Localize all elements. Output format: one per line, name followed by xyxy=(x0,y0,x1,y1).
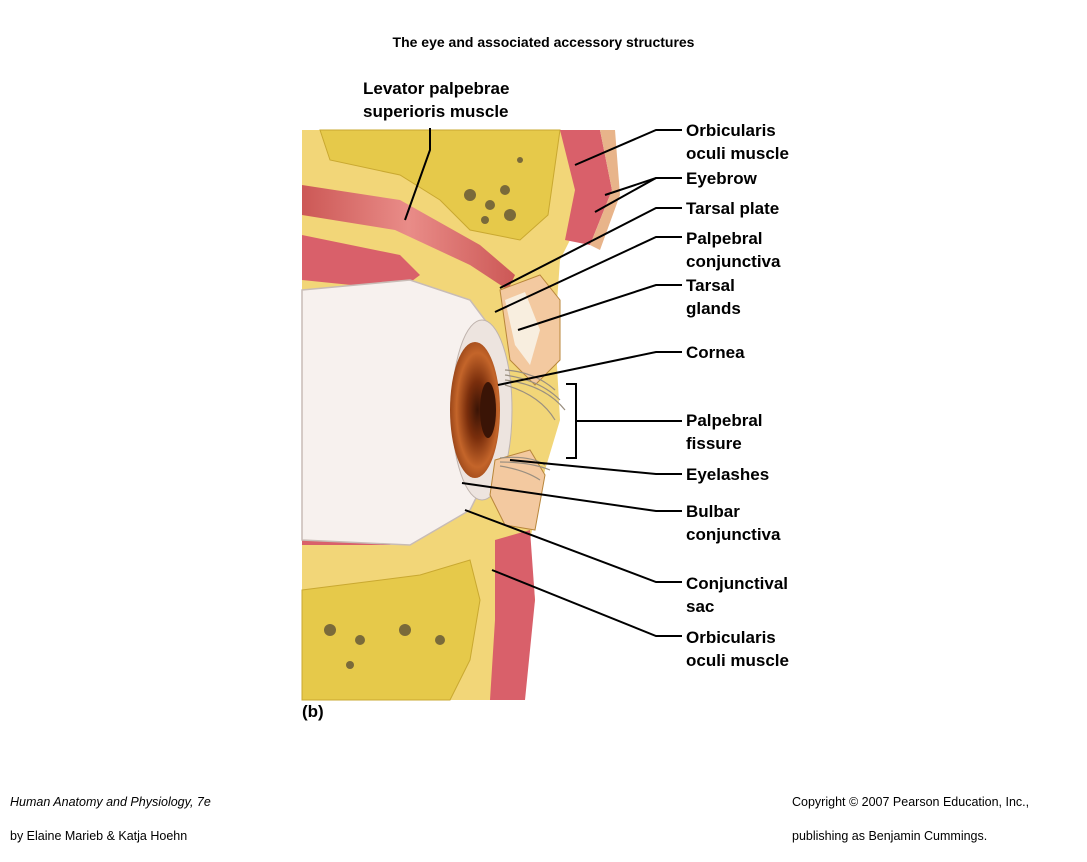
book-authors: by Elaine Marieb & Katja Hoehn xyxy=(10,829,188,843)
book-title: Human Anatomy and Physiology, 7e xyxy=(10,795,211,809)
label-levator-palpebrae: Levator palpebrae superioris muscle xyxy=(363,79,510,121)
leader-orbicularis-top xyxy=(574,129,682,166)
orbicularis-lower xyxy=(490,530,535,700)
leader-orbicularis-bottom xyxy=(491,569,682,637)
leader-cornea xyxy=(497,351,682,386)
lower-bone-pores xyxy=(324,624,445,669)
label-conjunctival-sac: Conjunctival sac xyxy=(686,574,789,616)
label-eyelashes: Eyelashes xyxy=(686,465,770,484)
bone-pores xyxy=(464,157,523,224)
levator-muscle xyxy=(302,185,515,290)
label-tarsal-plate: Tarsal plate xyxy=(686,199,780,218)
book-credit: Human Anatomy and Physiology, 7e by Elai… xyxy=(10,777,211,862)
leader-eyelashes xyxy=(509,459,682,475)
pupil xyxy=(480,382,496,438)
orbicularis-upper xyxy=(560,130,612,245)
label-orbicularis-oculi-bottom: Orbicularis oculi muscle xyxy=(686,628,789,670)
leader-eyebrow-b xyxy=(594,177,657,213)
leader-bulbar-conjunctiva xyxy=(461,482,682,512)
copyright-line-1: Copyright © 2007 Pearson Education, Inc.… xyxy=(792,795,1030,809)
eye-sagittal-illustration xyxy=(301,129,620,701)
superior-rectus xyxy=(302,235,420,290)
fissure-bracket xyxy=(566,383,577,459)
copyright-notice: Copyright © 2007 Pearson Education, Inc.… xyxy=(792,777,1029,862)
upper-orbital-bone xyxy=(319,129,561,241)
panel-letter: (b) xyxy=(302,702,324,721)
leader-tarsal-glands xyxy=(517,284,682,331)
leader-eyebrow-a xyxy=(604,177,682,196)
label-orbicularis-oculi-top: Orbicularis oculi muscle xyxy=(686,121,789,163)
figure-title: The eye and associated accessory structu… xyxy=(392,34,695,50)
label-tarsal-glands: Tarsal glands xyxy=(686,276,741,318)
label-eyebrow: Eyebrow xyxy=(686,169,757,188)
label-palpebral-fissure: Palpebral fissure xyxy=(686,411,763,453)
upper-skin xyxy=(590,130,620,250)
leader-palpebral-conjunctiva xyxy=(494,236,682,313)
label-bulbar-conjunctiva: Bulbar conjunctiva xyxy=(686,502,781,544)
leader-tarsal-plate xyxy=(499,207,682,289)
leader-conjunctival-sac xyxy=(464,509,682,583)
iris xyxy=(450,342,500,478)
leader-lines xyxy=(404,128,682,637)
label-cornea: Cornea xyxy=(686,343,745,362)
leader-levator xyxy=(404,128,431,221)
label-palpebral-conjunctiva: Palpebral conjunctiva xyxy=(686,229,781,271)
copyright-line-2: publishing as Benjamin Cummings. xyxy=(792,829,988,843)
